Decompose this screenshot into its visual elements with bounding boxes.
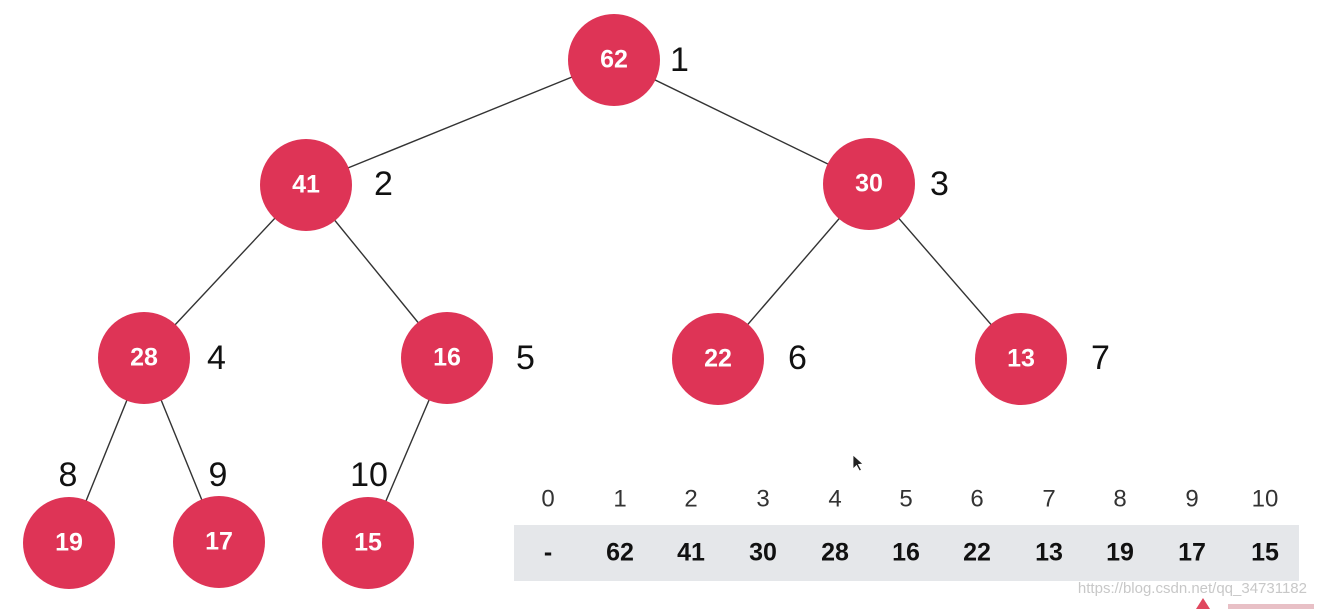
node-index: 1	[670, 41, 689, 79]
tree-node: 17 9	[173, 456, 265, 588]
array-values: - 62 41 30 28 16 22 13 19 17 15	[544, 539, 1279, 567]
array-row-background	[514, 525, 1299, 581]
node-value: 16	[433, 344, 461, 372]
array-value: 28	[821, 539, 849, 567]
array-index: 10	[1252, 485, 1279, 512]
node-value: 13	[1007, 345, 1035, 373]
array-value: 62	[606, 539, 634, 567]
array-index: 1	[613, 485, 626, 512]
tree-node: 62 1	[568, 14, 689, 106]
node-circle	[401, 312, 493, 404]
tree-edge	[613, 59, 870, 185]
node-circle	[98, 312, 190, 404]
logo-fragment	[1196, 598, 1210, 609]
array-index: 2	[684, 485, 697, 512]
array-value: 13	[1035, 539, 1063, 567]
logo-fragment	[1228, 604, 1314, 609]
node-value: 22	[704, 345, 732, 373]
node-value: 62	[600, 46, 628, 74]
node-circle	[672, 313, 764, 405]
array-table: 0 1 2 3 4 5 6 7 8 9 10 - 62 41 30 28 16 …	[514, 485, 1299, 581]
node-value: 41	[292, 171, 320, 199]
array-value: 17	[1178, 539, 1206, 567]
array-value: -	[544, 539, 552, 567]
node-circle	[260, 139, 352, 231]
array-value: 22	[963, 539, 991, 567]
node-circle	[23, 497, 115, 589]
tree-node: 16 5	[401, 312, 535, 404]
node-index: 3	[930, 165, 949, 203]
array-value: 16	[892, 539, 920, 567]
array-value: 19	[1106, 539, 1134, 567]
array-value: 30	[749, 539, 777, 567]
array-indices: 0 1 2 3 4 5 6 7 8 9 10	[541, 485, 1278, 512]
node-circle	[823, 138, 915, 230]
array-index: 9	[1185, 485, 1198, 512]
node-index: 5	[516, 339, 535, 377]
node-value: 15	[354, 529, 382, 557]
node-index: 2	[374, 165, 393, 203]
node-index: 6	[788, 339, 807, 377]
node-index: 10	[350, 456, 388, 494]
array-index: 5	[899, 485, 912, 512]
array-index: 6	[970, 485, 983, 512]
cursor-icon	[852, 454, 864, 472]
node-circle	[568, 14, 660, 106]
array-value: 41	[677, 539, 705, 567]
tree-node: 41 2	[260, 139, 393, 231]
tree-node: 19 8	[23, 456, 115, 589]
array-value: 15	[1251, 539, 1279, 567]
tree-node: 15 10	[322, 456, 414, 589]
array-index: 4	[828, 485, 841, 512]
node-circle	[173, 496, 265, 588]
tree-node: 28 4	[98, 312, 226, 404]
array-index: 7	[1042, 485, 1055, 512]
array-index: 3	[756, 485, 769, 512]
node-value: 17	[205, 528, 233, 556]
tree-edge	[305, 59, 615, 186]
array-index: 0	[541, 485, 554, 512]
node-index: 9	[209, 456, 228, 494]
node-index: 4	[207, 339, 226, 377]
node-circle	[322, 497, 414, 589]
node-value: 19	[55, 529, 83, 557]
tree-node: 22 6	[672, 313, 807, 405]
node-index: 7	[1091, 339, 1110, 377]
node-index: 8	[59, 456, 78, 494]
node-value: 30	[855, 170, 883, 198]
array-index: 8	[1113, 485, 1126, 512]
tree-nodes: 62 1 41 2 30 3 28 4 16 5 22 6	[23, 14, 1110, 589]
watermark-text: https://blog.csdn.net/qq_34731182	[1078, 580, 1307, 597]
node-circle	[975, 313, 1067, 405]
tree-node: 30 3	[823, 138, 949, 230]
tree-node: 13 7	[975, 313, 1110, 405]
node-value: 28	[130, 344, 158, 372]
